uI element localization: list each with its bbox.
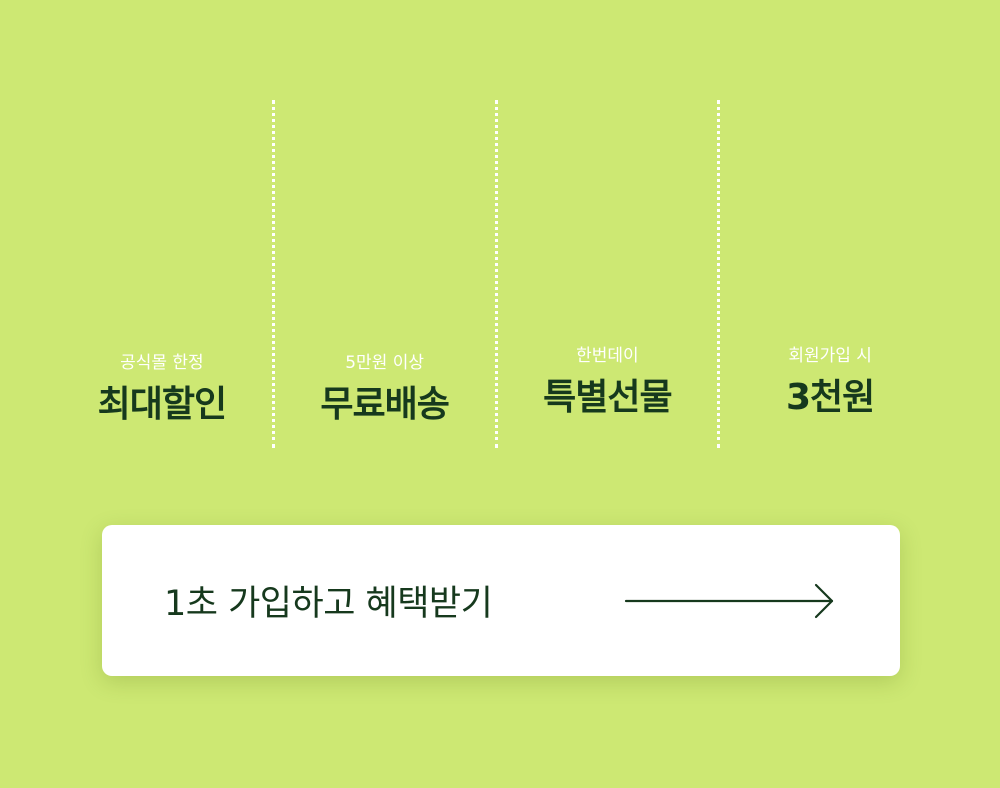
dotted-divider	[271, 100, 275, 448]
benefit-title: 특별선물	[543, 377, 672, 418]
benefit-caption: 한번데이	[576, 346, 639, 366]
benefit-title: 최대할인	[97, 384, 227, 425]
signup-button-label: 1초 가입하고 혜택받기	[164, 584, 493, 624]
benefit-caption: 공식몰 한정	[120, 353, 204, 373]
benefit-title: 무료배송	[320, 384, 449, 425]
benefit-caption: 회원가입 시	[788, 346, 872, 366]
benefit-caption: 5만원 이상	[345, 353, 425, 373]
benefits-row: 공식몰 한정 최대할인 5만원 이상 무료배송 한번데이 특별선물 회원가입 시…	[52, 100, 940, 448]
arrow-right-icon	[624, 583, 834, 618]
benefit-free-shipping: 5만원 이상 무료배송	[275, 100, 495, 448]
dotted-divider	[717, 100, 721, 448]
signup-benefit-button[interactable]: 1초 가입하고 혜택받기	[102, 525, 900, 676]
benefit-signup-credit: 회원가입 시 3천원	[720, 100, 940, 448]
benefit-max-discount: 공식몰 한정 최대할인	[52, 100, 272, 448]
dotted-divider	[494, 100, 498, 448]
benefit-title: 3천원	[785, 377, 875, 418]
benefit-special-gift: 한번데이 특별선물	[498, 100, 718, 448]
